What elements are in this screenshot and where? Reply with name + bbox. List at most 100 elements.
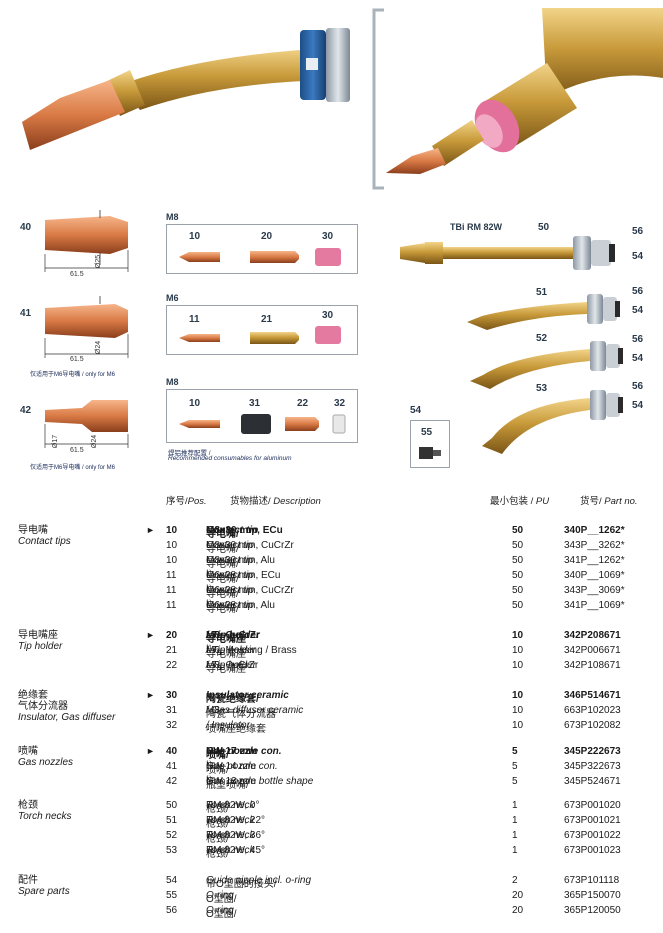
torch-photo-left bbox=[22, 28, 350, 150]
box1-item: 10 bbox=[189, 231, 201, 242]
neck52-label-54: 54 bbox=[632, 353, 644, 364]
row-pos: 50 bbox=[166, 800, 178, 811]
row-desc-en: / Tip holder bbox=[206, 630, 260, 641]
row-desc-en: Torch neck bbox=[206, 800, 255, 811]
row-footnote: 1) bbox=[206, 776, 212, 782]
dim-40-diameter: Ø25 bbox=[95, 254, 103, 269]
row-part-no: 343P__3262* bbox=[564, 540, 625, 551]
row-desc-en: Contact tip bbox=[206, 600, 254, 611]
dim-42-length: 61.5 bbox=[70, 447, 84, 454]
nozzle-41-drawing bbox=[44, 296, 129, 358]
row-pu: 2 bbox=[512, 875, 518, 886]
row-footnote: 1) bbox=[206, 570, 212, 576]
row-desc-en: Contact tip bbox=[206, 570, 254, 581]
row-pos: 51 bbox=[166, 815, 178, 826]
row-pu: 5 bbox=[512, 746, 518, 757]
row-desc-cn: 导电嘴/ bbox=[206, 544, 239, 555]
dim-42-diameter-small: Ø17 bbox=[52, 434, 60, 449]
box2-item: 11 bbox=[189, 314, 200, 325]
dim-42-diameter-big: Ø24 bbox=[91, 434, 99, 449]
row-pu: 10 bbox=[512, 660, 524, 671]
spare-label-55: 55 bbox=[421, 427, 433, 438]
row-pos: 32 bbox=[166, 720, 178, 731]
neck-label-52: 52 bbox=[536, 333, 548, 344]
neck-label-50: 50 bbox=[538, 222, 550, 233]
row-desc-en: Contact tip bbox=[206, 525, 259, 536]
row-desc-cn: 枪颈/ bbox=[206, 819, 229, 830]
row-desc-en: Torch neck bbox=[206, 845, 255, 856]
row-desc-en: O-ring bbox=[206, 905, 234, 916]
row-pos: 53 bbox=[166, 845, 178, 856]
row-part-no: 673P001021 bbox=[564, 815, 621, 826]
row-pu: 5 bbox=[512, 761, 518, 772]
header-description: 货物描述/ Description bbox=[230, 496, 321, 507]
row-pos: 21 bbox=[166, 645, 178, 656]
row-desc-cn: O型圈/ bbox=[206, 894, 237, 905]
row-desc-spec: M6x28 mm, Alu bbox=[206, 600, 275, 611]
neck52-label-56: 56 bbox=[632, 334, 644, 345]
torch-neck-53-drawing bbox=[482, 390, 623, 454]
row-part-no: 365P120050 bbox=[564, 905, 621, 916]
row-desc-cn: 陶瓷绝缘套/ bbox=[206, 694, 259, 705]
box2-item: 21 bbox=[261, 314, 273, 325]
row-desc-cn: 喷嘴/ bbox=[206, 750, 229, 761]
box2-parts-drawing bbox=[179, 326, 341, 344]
row-desc-en: / Gas diffuser ceramic bbox=[206, 705, 304, 716]
row-desc-spec: RM 82W, 36° bbox=[206, 830, 266, 841]
row-pu: 10 bbox=[512, 720, 524, 731]
row-part-no: 340P__1262* bbox=[564, 525, 625, 536]
row-desc-spec: NW 13 mm bbox=[206, 776, 256, 787]
neck-series-title: TBi RM 82W bbox=[450, 222, 503, 232]
row-part-no: 673P102082 bbox=[564, 720, 621, 731]
torch-neck-50-drawing bbox=[400, 236, 615, 270]
row-desc-en: Gas nozzle bottle shape bbox=[206, 776, 314, 787]
row-desc-cn: 导电嘴/ bbox=[206, 589, 239, 600]
row-desc-en: Gas nozzle con. bbox=[206, 746, 282, 757]
row-desc-spec: M8, CuCrZr bbox=[206, 630, 260, 641]
row-part-no: 673P001020 bbox=[564, 800, 621, 811]
note-aluminum-en: Recommended consumables for aluminum bbox=[168, 455, 292, 462]
row-pos: 30 bbox=[166, 690, 178, 701]
row-desc-cn: 导电嘴/ bbox=[206, 604, 239, 615]
row-desc-cn: 导电嘴座 bbox=[206, 664, 246, 675]
row-part-no: 341P__1262* bbox=[564, 555, 625, 566]
box3-item: 22 bbox=[297, 398, 309, 409]
row-pos: 10 bbox=[166, 540, 178, 551]
row-desc-cn: O型圈/ bbox=[206, 909, 237, 920]
box1-parts-drawing bbox=[179, 248, 341, 266]
row-desc-en: Contact tip bbox=[206, 540, 254, 551]
box3-title: M8 bbox=[166, 377, 179, 387]
row-pu: 50 bbox=[512, 600, 524, 611]
box2-item: 30 bbox=[322, 310, 334, 321]
row-part-no: 345P524671 bbox=[564, 776, 621, 787]
dim-40-length: 61.5 bbox=[70, 271, 84, 278]
row-part-no: 340P__1069* bbox=[564, 570, 625, 581]
row-part-no: 346P514671 bbox=[564, 690, 621, 701]
row-desc-spec: RM 82W, 22° bbox=[206, 815, 266, 826]
row-desc-spec: NW 14 mm bbox=[206, 761, 256, 772]
ref-label-41: 41 bbox=[20, 308, 32, 319]
header-part-no: 货号/ Part no. bbox=[580, 496, 638, 507]
row-footnote: 1) bbox=[206, 645, 212, 651]
spare-part-55-box: 55 bbox=[410, 420, 450, 468]
row-pu: 5 bbox=[512, 776, 518, 787]
box2-title: M6 bbox=[166, 293, 179, 303]
box3-parts-drawing bbox=[179, 414, 346, 434]
row-desc-cn: 喷嘴/ bbox=[206, 765, 229, 776]
row-desc-en: Contact tip bbox=[206, 585, 254, 596]
row-desc-cn: 喷嘴座绝缘套 bbox=[206, 724, 266, 735]
row-desc-en: Torch neck bbox=[206, 830, 255, 841]
consumables-box-m8: 10 20 30 bbox=[166, 224, 358, 274]
row-pu: 50 bbox=[512, 585, 524, 596]
row-pu: 10 bbox=[512, 705, 524, 716]
row-marker-arrow: ► bbox=[146, 630, 155, 640]
